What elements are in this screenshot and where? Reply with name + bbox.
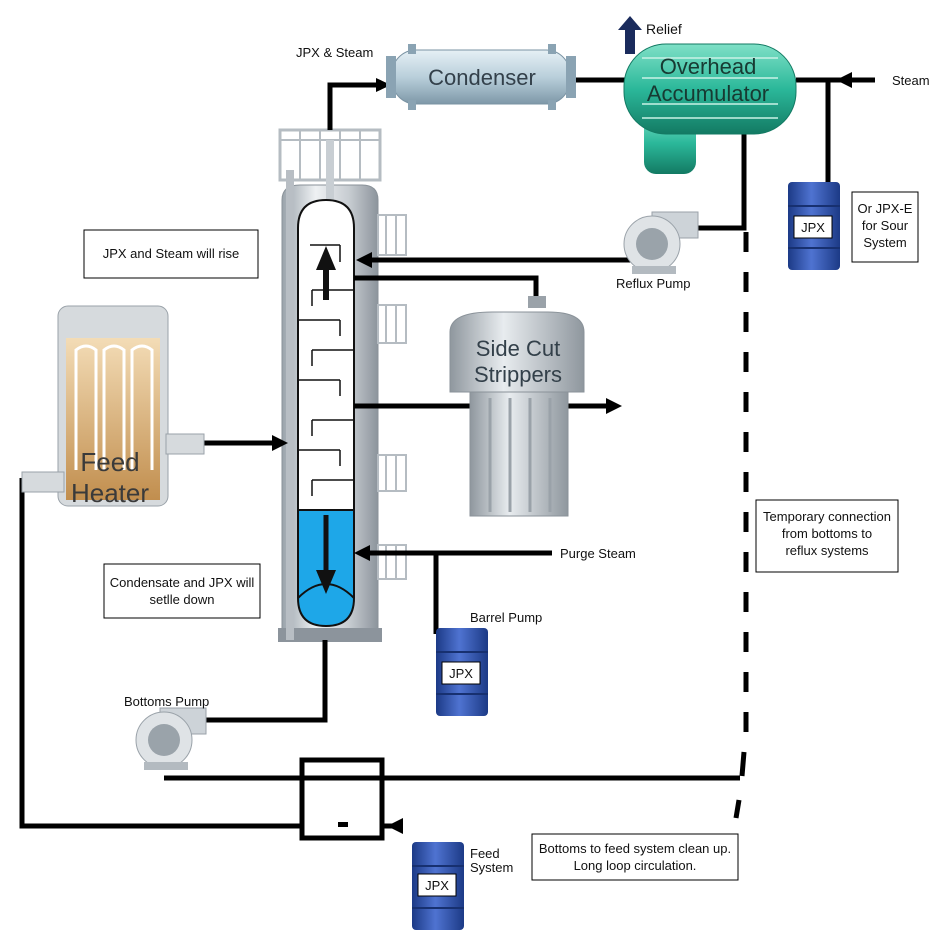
barrel-pump-label: Barrel Pump [470, 610, 542, 625]
condenser-label: Condenser [428, 65, 536, 90]
side-cut-strippers: Side Cut Strippers [449, 296, 585, 517]
svg-text:System: System [863, 235, 906, 250]
accumulator-label-line1: Overhead [660, 54, 757, 79]
reflux-pump-label: Reflux Pump [616, 276, 690, 291]
barrel-pump-drum: JPX [436, 628, 488, 716]
note-settle: Condensate and JPX will setlle down [103, 563, 261, 619]
svg-text:for Sour: for Sour [862, 218, 909, 233]
sour-system-drum: JPX [788, 182, 840, 270]
svg-text:Long loop circulation.: Long loop circulation. [574, 858, 697, 873]
barrel-drum-label: JPX [449, 666, 473, 681]
feed-system-label-line2: System [470, 860, 513, 875]
feed-system-label-line1: Feed [470, 846, 500, 861]
reflux-pump [623, 211, 699, 274]
feed-heater: Feed Heater [21, 305, 205, 508]
feed-system-drum: JPX [412, 842, 464, 930]
purge-steam-label: Purge Steam [560, 546, 636, 561]
svg-text:JPX and Steam will rise: JPX and Steam will rise [103, 246, 240, 261]
svg-text:Or JPX-E: Or JPX-E [858, 201, 913, 216]
flow-arrows [272, 72, 852, 834]
overhead-accumulator: Overhead Accumulator [623, 43, 797, 174]
svg-text:setlle down: setlle down [149, 592, 214, 607]
feed-drum-label: JPX [425, 878, 449, 893]
steam-label: Steam [892, 73, 930, 88]
bottoms-pump-label: Bottoms Pump [124, 694, 209, 709]
svg-text:Condensate and JPX will: Condensate and JPX will [110, 575, 255, 590]
relief-arrow-icon [618, 16, 642, 30]
svg-text:Bottoms to feed system clean u: Bottoms to feed system clean up. [539, 841, 731, 856]
note-temporary-connection: Temporary connection from bottoms to ref… [755, 499, 899, 573]
bottoms-pump [135, 707, 207, 770]
svg-text:from bottoms to: from bottoms to [782, 526, 872, 541]
svg-text:reflux systems: reflux systems [785, 543, 869, 558]
strippers-label-line1: Side Cut [476, 336, 560, 361]
rise-arrow-icon [316, 246, 336, 270]
note-cleanup: Bottoms to feed system clean up. Long lo… [531, 833, 739, 881]
heater-label-line1: Feed [80, 447, 139, 477]
jpx-steam-label: JPX & Steam [296, 45, 373, 60]
relief-outlet: Relief [618, 16, 682, 54]
note-rise: JPX and Steam will rise [83, 229, 259, 279]
sour-drum-label: JPX [801, 220, 825, 235]
distillation-column [278, 128, 407, 642]
condenser: Condenser [386, 44, 576, 110]
column-platforms [377, 214, 407, 580]
heater-label-line2: Heater [71, 478, 149, 508]
column-trays [298, 244, 354, 496]
relief-label: Relief [646, 21, 682, 37]
process-pipes [19, 77, 875, 841]
accumulator-label-line2: Accumulator [647, 81, 769, 106]
note-sour-system: Or JPX-E for Sour System [851, 191, 919, 263]
svg-text:Temporary connection: Temporary connection [763, 509, 891, 524]
strippers-label-line2: Strippers [474, 362, 562, 387]
settle-arrow-icon [316, 570, 336, 594]
temporary-connection-line [733, 232, 749, 819]
